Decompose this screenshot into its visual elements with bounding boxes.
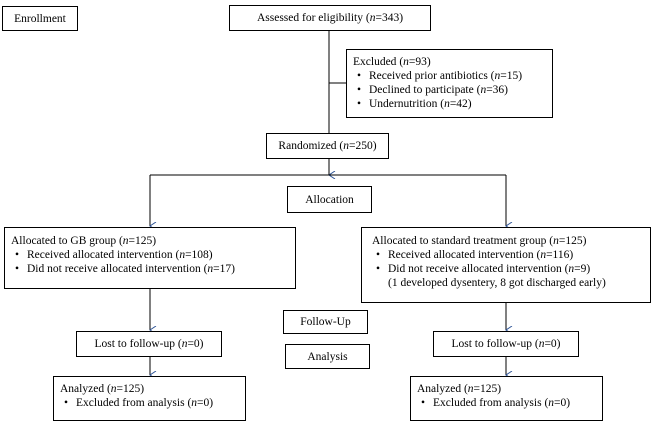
assessed-n-symbol: n [369,12,376,24]
standard-analyzed-title: Analyzed (n=125) [417,383,502,395]
standard-not-received-note: (1 developed dysentery, 8 got discharged… [388,277,606,289]
assessed-n-prefix: ( [365,12,370,24]
gb-lost-box: Lost to follow-up (n=0) [76,331,222,357]
excluded-box: Excluded (n=93) Received prior antibioti… [346,49,553,118]
assessed-n-value: =343) [375,12,404,24]
gb-not-received-item: Did not receive allocated intervention (… [11,262,295,276]
randomized-box: Randomized (n=250) [266,133,389,159]
stage-label-enrollment-text: Enrollment [14,13,66,25]
excluded-item-prior-antibiotics: Received prior antibiotics (n=15) [353,69,552,83]
standard-group-box: Allocated to standard treatment group (n… [361,227,651,303]
standard-group-title: Allocated to standard treatment group (n… [372,235,587,247]
gb-excluded-analysis-item: Excluded from analysis (n=0) [60,396,245,410]
excluded-item-undernutrition: Undernutrition (n=42) [353,97,552,111]
gb-group-title: Allocated to GB group (n=125) [11,235,157,247]
stage-label-enrollment: Enrollment [2,6,78,31]
gb-analyzed-box: Analyzed (n=125) Excluded from analysis … [53,376,246,421]
stage-label-follow-up-text: Follow-Up [300,316,351,328]
standard-received-item: Received allocated intervention (n=116) [372,248,650,262]
standard-analyzed-box: Analyzed (n=125) Excluded from analysis … [410,376,603,421]
standard-excluded-analysis-item: Excluded from analysis (n=0) [417,396,602,410]
gb-group-box: Allocated to GB group (n=125) Received a… [4,227,296,289]
stage-label-allocation: Allocation [287,186,372,213]
gb-received-item: Received allocated intervention (n=108) [11,248,295,262]
gb-analyzed-title: Analyzed (n=125) [60,383,145,395]
stage-label-follow-up: Follow-Up [283,310,368,334]
standard-not-received-item: Did not receive allocated intervention (… [372,262,650,276]
stage-label-allocation-text: Allocation [305,194,354,206]
excluded-item-declined: Declined to participate (n=36) [353,83,552,97]
excluded-title: Excluded (n=93) [353,56,431,68]
assessed-label: Assessed for eligibility [256,12,363,24]
assessed-box: Assessed for eligibility (n=343) [229,5,431,31]
stage-label-analysis-text: Analysis [307,351,348,363]
standard-lost-box: Lost to follow-up (n=0) [433,331,579,357]
stage-label-analysis: Analysis [285,344,370,369]
